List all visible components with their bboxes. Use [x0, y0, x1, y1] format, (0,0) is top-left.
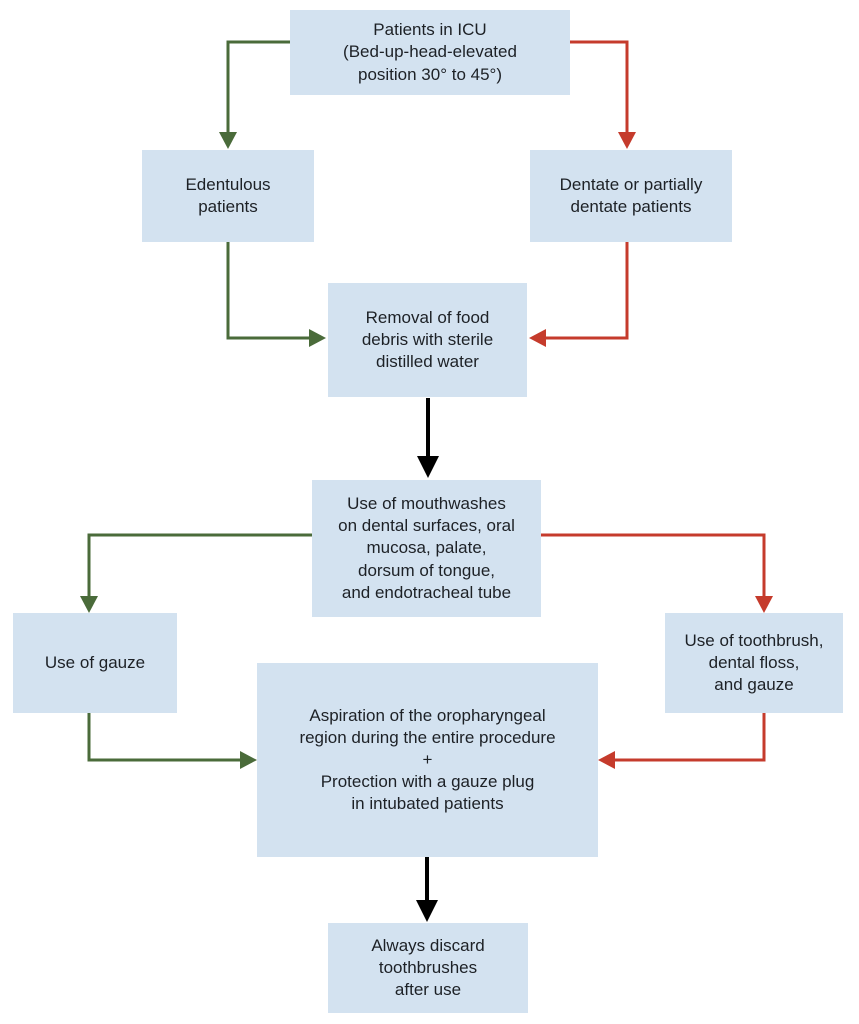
arrow-mouthwashes-to-toothbrush-head: [755, 596, 773, 613]
node-use-of-mouthwashes-label: Use of mouthwashes on dental surfaces, o…: [338, 494, 515, 602]
node-discard-toothbrushes: Always discard toothbrushes after use: [328, 923, 528, 1013]
node-use-of-gauze: Use of gauze: [13, 613, 177, 713]
arrow-icu-to-edentulous-head: [219, 132, 237, 149]
arrow-edentulous-to-removal-head: [309, 329, 326, 347]
node-patients-icu-label: Patients in ICU (Bed-up-head-elevated po…: [343, 20, 517, 84]
arrow-gauze-to-aspiration-line: [87, 713, 240, 762]
arrow-mouthwashes-to-toothbrush-line: [541, 533, 766, 596]
node-dentate-patients: Dentate or partially dentate patients: [530, 150, 732, 242]
arrow-edentulous-to-removal-line: [226, 242, 309, 340]
node-aspiration-oropharyngeal: Aspiration of the oropharyngeal region d…: [257, 663, 598, 857]
arrow-icu-to-dentate-head: [618, 132, 636, 149]
node-edentulous-patients-label: Edentulous patients: [185, 174, 271, 216]
node-use-of-gauze-label: Use of gauze: [44, 652, 146, 672]
node-use-of-toothbrush-label: Use of toothbrush, dental floss, and gau…: [684, 630, 824, 695]
arrow-dentate-to-removal-line: [546, 242, 629, 340]
node-aspiration-oropharyngeal-label: Aspiration of the oropharyngeal region d…: [299, 705, 556, 814]
node-patients-icu: Patients in ICU (Bed-up-head-elevated po…: [290, 10, 570, 95]
arrow-dentate-to-removal-head: [529, 329, 546, 347]
arrow-removal-to-mouthwashes-head: [417, 456, 439, 478]
arrow-mouthwashes-to-gauze-head: [80, 596, 98, 613]
arrow-icu-to-edentulous-line: [226, 40, 290, 132]
node-use-of-mouthwashes: Use of mouthwashes on dental surfaces, o…: [312, 480, 541, 617]
node-removal-food-debris: Removal of food debris with sterile dist…: [328, 283, 527, 397]
node-discard-toothbrushes-label: Always discard toothbrushes after use: [371, 935, 485, 1000]
node-use-of-toothbrush: Use of toothbrush, dental floss, and gau…: [665, 613, 843, 713]
arrow-toothbrush-to-aspiration-head: [598, 751, 615, 769]
arrow-gauze-to-aspiration-head: [240, 751, 257, 769]
arrow-icu-to-dentate-line: [570, 40, 629, 132]
arrow-toothbrush-to-aspiration-line: [615, 713, 766, 762]
node-edentulous-patients: Edentulous patients: [142, 150, 314, 242]
node-dentate-patients-label: Dentate or partially dentate patients: [559, 174, 703, 216]
node-removal-food-debris-label: Removal of food debris with sterile dist…: [361, 307, 494, 372]
arrow-mouthwashes-to-gauze-line: [87, 533, 312, 596]
arrow-aspiration-to-discard-head: [416, 900, 438, 922]
